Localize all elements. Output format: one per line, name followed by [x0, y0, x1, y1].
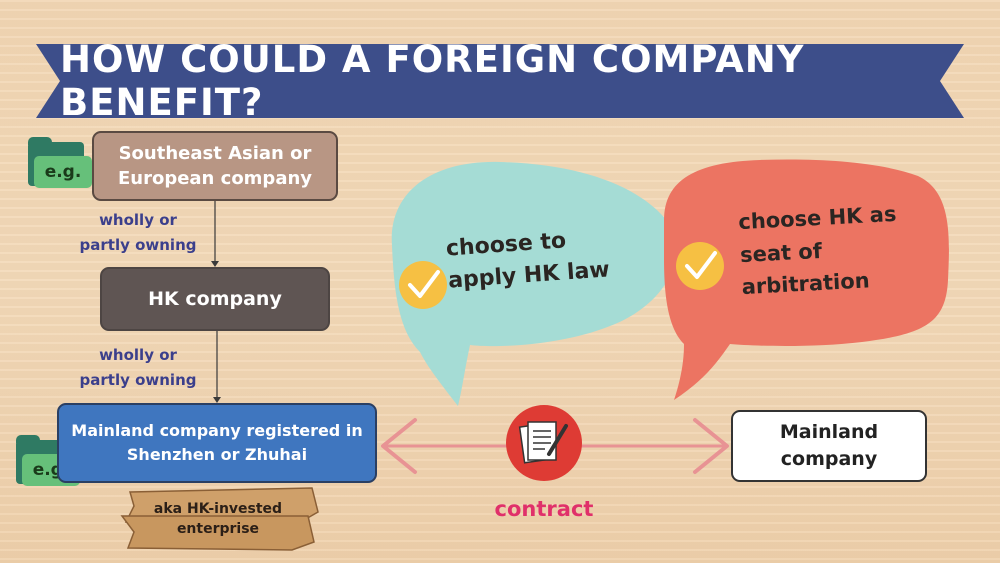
- wooden-sign: [120, 487, 319, 551]
- foreign-company-box: Southeast Asian or European company: [92, 131, 338, 201]
- ownership-label-1-line-1: wholly or: [99, 211, 177, 229]
- mainland-registered-box: Mainland company registered in Shenzhen …: [57, 403, 377, 483]
- ownership-label-2-line-2: partly owning: [79, 370, 197, 389]
- ownership-label-2: wholly or partly owning: [62, 343, 214, 393]
- folder-icon-tab: [28, 137, 52, 145]
- contract-arrow-head-left: [381, 418, 417, 474]
- bubble-right: [664, 159, 949, 400]
- bubble-right-text: choose HK as seat of arbitration: [738, 198, 901, 304]
- eg-badge-top: e.g.: [34, 156, 92, 188]
- aka-label-line-1: aka HK-invested: [153, 500, 283, 517]
- ownership-label-2-line-1: wholly or: [99, 346, 177, 364]
- contract-label: contract: [494, 497, 594, 521]
- mainland-company-box: Mainland company: [731, 410, 927, 482]
- arrow-hk-to-mainland-head: [213, 397, 221, 403]
- check-circle-left: [399, 261, 447, 309]
- ownership-label-1: wholly or partly owning: [62, 208, 214, 258]
- contract-arrow-head-right: [693, 418, 729, 474]
- page-title: How could a foreign company benefit?: [60, 38, 805, 124]
- title-banner: [36, 44, 964, 118]
- hk-company-box: HK company: [100, 267, 330, 331]
- checkmark-icon: [685, 251, 717, 279]
- aka-label: aka HK-invested enterprise: [118, 485, 318, 553]
- aka-label-line-2: enterprise: [176, 521, 260, 537]
- document-pen-icon: [518, 421, 568, 464]
- bubble-left-text: choose to apply HK law: [445, 222, 611, 297]
- ownership-label-1-line-2: partly owning: [79, 235, 197, 254]
- arrow-foreign-to-hk-head: [211, 261, 219, 267]
- folder-icon-tab: [16, 435, 40, 443]
- bubble-left: [391, 161, 677, 406]
- check-circle-right: [676, 242, 724, 290]
- checkmark-icon: [408, 270, 440, 298]
